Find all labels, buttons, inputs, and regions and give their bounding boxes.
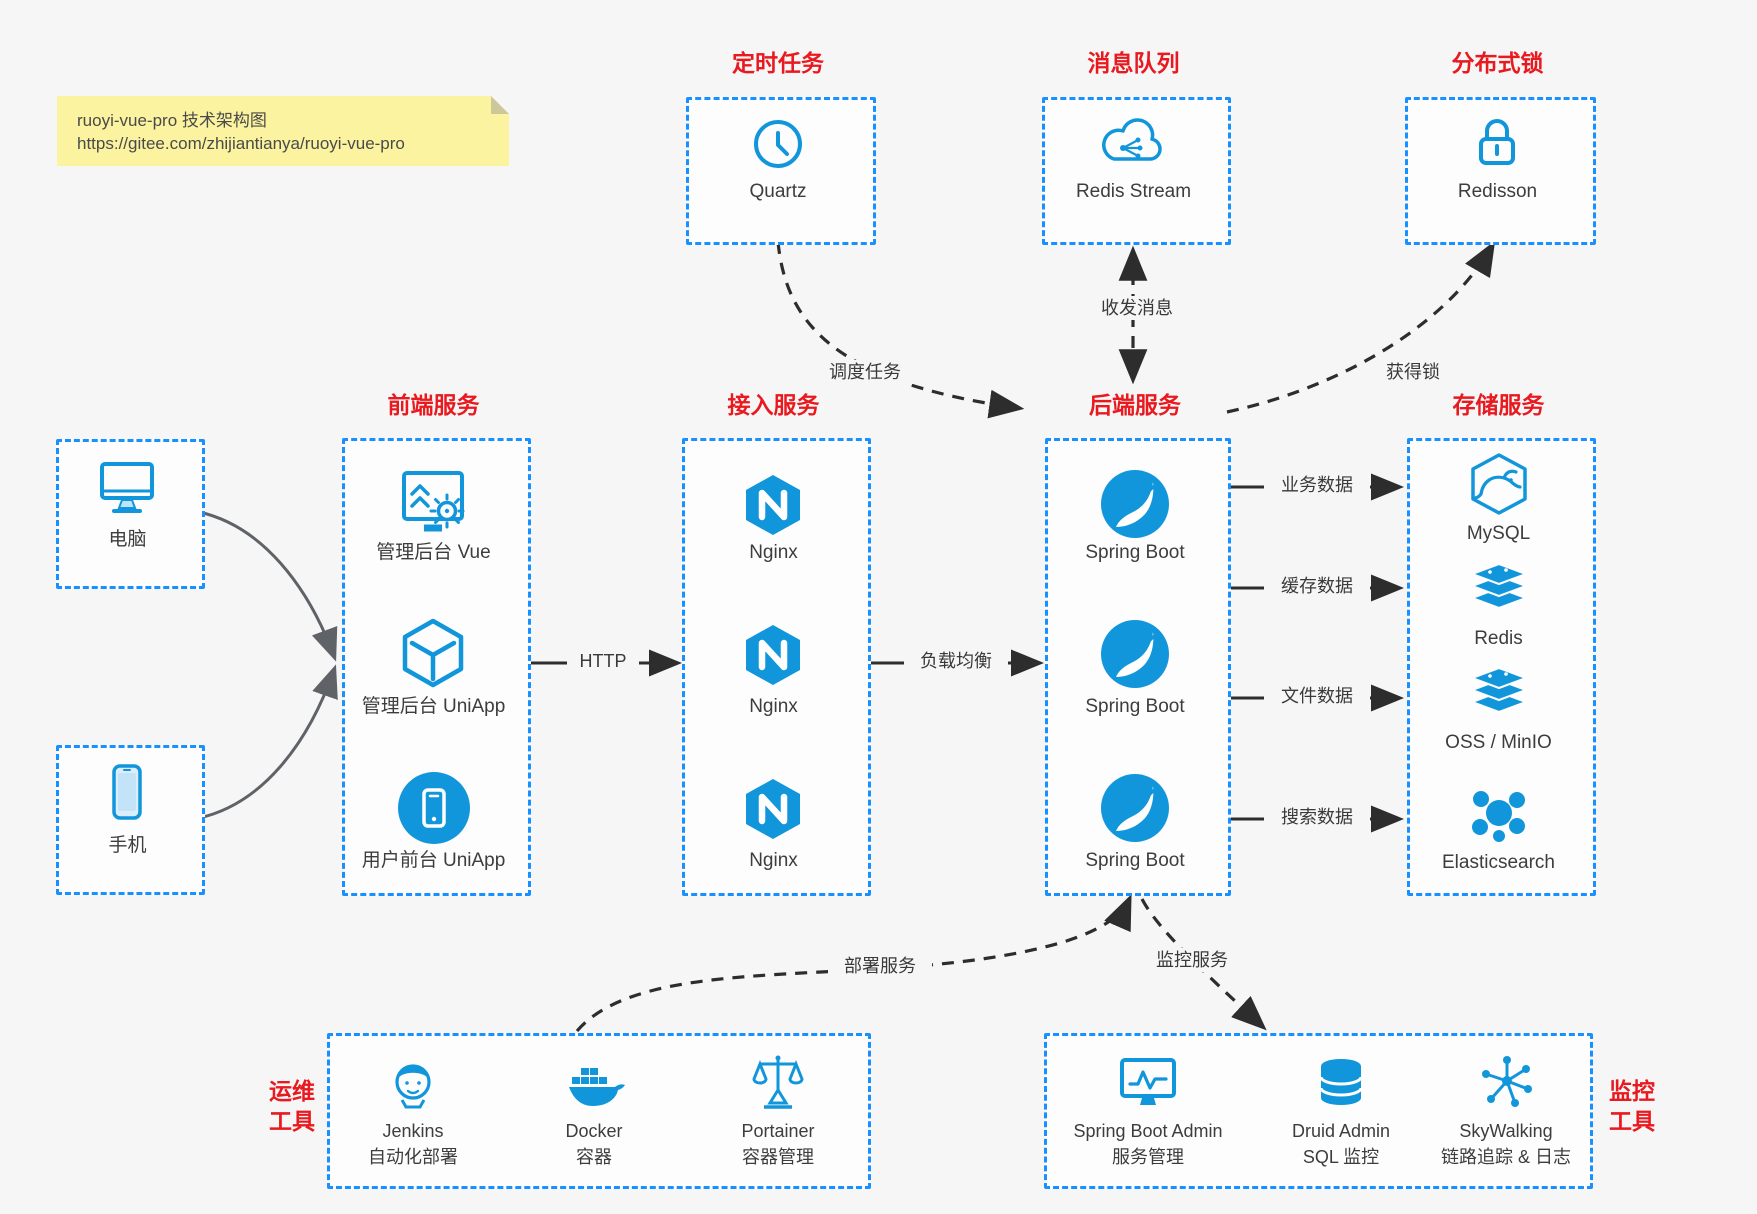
edge-label-http: HTTP (567, 649, 639, 674)
title-distributed-lock: 分布式锁 (1451, 50, 1544, 76)
frontend-item-label: 管理后台 Vue (376, 542, 491, 563)
storage-stack-icon (1470, 668, 1528, 724)
cloud-share-icon (1101, 118, 1165, 170)
edge-label-schedule: 调度任务 (813, 360, 917, 385)
cube-icon (397, 615, 469, 693)
edge-label-business-data: 业务数据 (1264, 473, 1370, 498)
title-storage-services: 存储服务 (1452, 392, 1545, 418)
monitor-chart-icon (1118, 1054, 1178, 1112)
ops-item-name: Portainer (741, 1121, 815, 1141)
desktop-icon (97, 458, 157, 516)
topology-icon (1478, 1052, 1536, 1112)
storage-item-label: OSS / MinIO (1445, 732, 1552, 753)
portainer-icon (750, 1052, 806, 1114)
edge-desktop-to-frontend (198, 510, 338, 662)
lock-icon (1469, 112, 1525, 172)
ops-item-name: Docker (565, 1121, 623, 1141)
redisson-label: Redisson (1457, 181, 1538, 202)
monitoring-item-desc: SQL 监控 (1302, 1147, 1380, 1167)
title-message-queue: 消息队列 (1087, 50, 1180, 76)
edge-label-monitor: 监控服务 (1140, 948, 1244, 973)
title-monitoring-tools-line1: 监控 (1609, 1078, 1655, 1104)
edge-label-message: 收发消息 (1085, 296, 1189, 321)
smartphone-icon (99, 762, 155, 826)
title-ops-tools-line2: 工具 (269, 1108, 315, 1134)
quartz-label: Quartz (749, 181, 807, 202)
edge-acquire-lock (1226, 240, 1496, 414)
note-title: ruoyi-vue-pro 技术架构图 (77, 111, 267, 130)
desktop-label: 电脑 (108, 529, 147, 550)
database-icon (1313, 1056, 1369, 1112)
frontend-item-label: 用户前台 UniApp (361, 850, 506, 871)
title-monitoring-tools-line2: 工具 (1609, 1108, 1655, 1134)
mobile-app-icon (396, 770, 472, 846)
backend-item-label: Spring Boot (1085, 542, 1185, 563)
edge-label-file-data: 文件数据 (1264, 684, 1370, 709)
ops-item-desc: 容器 (576, 1147, 612, 1167)
admin-dashboard-icon (398, 468, 468, 538)
spring-icon (1099, 618, 1171, 690)
title-backend-services: 后端服务 (1089, 392, 1181, 418)
ops-item-desc: 自动化部署 (368, 1147, 458, 1167)
access-item-label: Nginx (749, 696, 798, 717)
redis-stream-label: Redis Stream (1075, 181, 1192, 202)
monitoring-item-name: Spring Boot Admin (1073, 1121, 1223, 1141)
edge-label-load-balance: 负载均衡 (904, 649, 1008, 674)
mysql-icon (1467, 452, 1531, 516)
edge-label-search-data: 搜索数据 (1264, 805, 1370, 830)
docker-icon (566, 1058, 626, 1110)
phone-label: 手机 (108, 835, 147, 856)
redis-stack-icon (1470, 564, 1528, 620)
monitoring-item-desc: 链路追踪 & 日志 (1440, 1147, 1571, 1167)
jenkins-icon (385, 1052, 441, 1112)
sticky-note: ruoyi-vue-pro 技术架构图 https://gitee.com/zh… (57, 96, 509, 166)
monitoring-tools-box (1044, 1033, 1593, 1189)
edge-phone-to-frontend (198, 664, 338, 820)
elasticsearch-icon (1466, 782, 1532, 846)
ops-item-desc: 容器管理 (742, 1147, 814, 1167)
title-frontend-services: 前端服务 (387, 392, 480, 418)
edge-label-lock: 获得锁 (1371, 360, 1455, 385)
ops-tools-box (327, 1033, 871, 1189)
storage-item-label: MySQL (1466, 523, 1531, 544)
backend-item-label: Spring Boot (1085, 696, 1185, 717)
spring-icon (1099, 468, 1171, 540)
monitoring-item-name: SkyWalking (1459, 1121, 1553, 1141)
nginx-icon (740, 472, 806, 538)
ops-item-name: Jenkins (382, 1121, 444, 1141)
monitoring-item-desc: 服务管理 (1112, 1147, 1184, 1167)
access-item-label: Nginx (749, 542, 798, 563)
monitoring-item-name: Druid Admin (1291, 1121, 1391, 1141)
title-access-services: 接入服务 (727, 392, 820, 418)
edge-label-cache-data: 缓存数据 (1264, 574, 1370, 599)
storage-item-label: Elasticsearch (1442, 852, 1555, 873)
backend-item-label: Spring Boot (1085, 850, 1185, 871)
nginx-icon (740, 622, 806, 688)
spring-icon (1099, 772, 1171, 844)
edge-label-deploy: 部署服务 (828, 954, 932, 979)
title-scheduled-task: 定时任务 (732, 50, 824, 76)
clock-icon (750, 116, 806, 172)
access-item-label: Nginx (749, 850, 798, 871)
note-url: https://gitee.com/zhijiantianya/ruoyi-vu… (77, 134, 405, 153)
frontend-item-label: 管理后台 UniApp (361, 696, 506, 717)
title-ops-tools-line1: 运维 (269, 1078, 315, 1104)
storage-item-label: Redis (1474, 628, 1523, 649)
nginx-icon (740, 776, 806, 842)
